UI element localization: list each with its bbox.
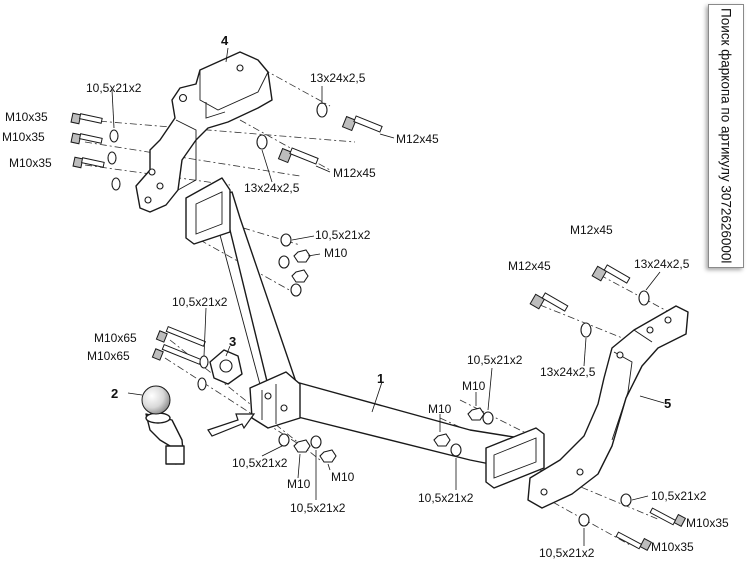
label-washer-center-top: 10,5x21x2: [315, 228, 371, 242]
bracket-right: [527, 305, 689, 509]
label-m10x35-1: M10x35: [5, 110, 48, 124]
search-by-article-text: Поиск фаркопа по артикулу 3072626000l: [718, 8, 734, 264]
leader-lines: [111, 47, 665, 546]
label-m10x65-1: M10x65: [94, 331, 137, 345]
label-washer-right-bottom-1: 10,5x21x2: [651, 489, 707, 503]
label-washer-13-mid: 13x24x2,5: [244, 181, 300, 195]
label-nut-m10-cc2: M10: [428, 402, 452, 416]
label-m10x65-2: M10x65: [87, 349, 130, 363]
washers-nuts: [107, 102, 650, 527]
bolts: [70, 112, 687, 551]
main-beam: [185, 177, 545, 489]
label-m12x45-mid: M12x45: [333, 166, 376, 180]
label-washer-bottom-left: 10,5x21x2: [232, 456, 288, 470]
label-nut-m10-cc: M10: [462, 379, 486, 393]
label-nut-m10-bottom-1: M10: [287, 477, 311, 491]
label-m10x35-right-2: M10x35: [651, 540, 694, 554]
part-number-3: 3: [229, 334, 236, 349]
label-nut-m10-center: M10: [324, 246, 348, 260]
search-by-article-tab[interactable]: Поиск фаркопа по артикулу 3072626000l: [708, 4, 744, 268]
insertion-arrow: [207, 413, 256, 437]
label-m12x45-top: M12x45: [396, 132, 439, 146]
label-washer-right-bottom-2: 10,5x21x2: [539, 546, 595, 560]
towball: [141, 385, 185, 465]
part-number-2: 2: [111, 386, 118, 401]
label-washer-center-bottom: 10,5x21x2: [418, 491, 474, 505]
label-washer-13-right-1: 13x24x2,5: [634, 257, 690, 271]
label-m12x45-right-1: M12x45: [570, 223, 613, 237]
label-m10x35-3: M10x35: [9, 156, 52, 170]
label-washer-bottom-center: 10,5x21x2: [290, 501, 346, 515]
bracket-left: [135, 51, 273, 213]
label-washer-center-center: 10,5x21x2: [467, 353, 523, 367]
label-washer-13-right-2: 13x24x2,5: [540, 365, 596, 379]
label-washer-top-left: 10,5x21x2: [86, 81, 142, 95]
label-nut-m10-bottom-2: M10: [331, 470, 355, 484]
part-number-1: 1: [377, 371, 384, 386]
label-washer-mid-left: 10,5x21x2: [172, 295, 228, 309]
label-m10x35-2: M10x35: [2, 130, 45, 144]
label-washer-13-top: 13x24x2,5: [310, 71, 366, 85]
part-number-4: 4: [221, 33, 229, 48]
socket-plate: [209, 349, 243, 385]
label-m12x45-right-2: M12x45: [508, 259, 551, 273]
label-m10x35-right-1: M10x35: [686, 516, 729, 530]
part-number-5: 5: [664, 396, 671, 411]
